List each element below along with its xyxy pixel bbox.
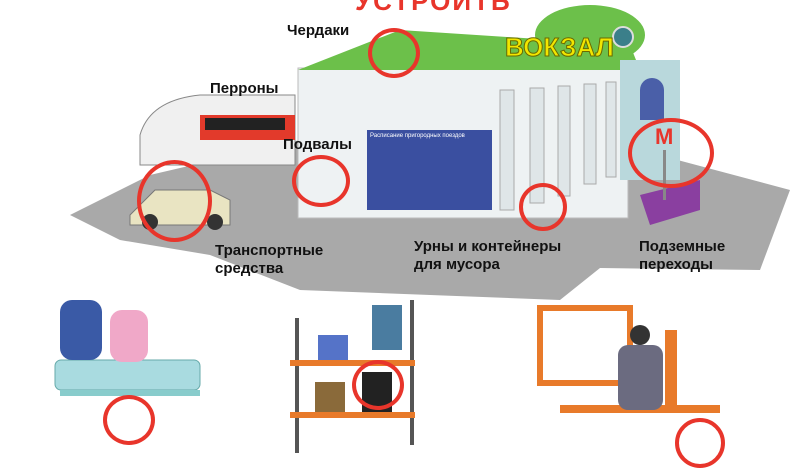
schedule-board-title: Расписание пригородных поездов <box>370 133 465 139</box>
label-underpass-1: Подземные <box>639 238 726 255</box>
schedule-board <box>367 130 492 210</box>
highlight-ring-rack-bag <box>352 360 404 410</box>
highlight-ring-vehicle <box>137 160 212 242</box>
underpass-entrance <box>640 180 700 225</box>
label-underpass-2: переходы <box>639 256 713 273</box>
label-basements: Подвалы <box>283 136 352 153</box>
columns <box>499 81 617 211</box>
metro-sign: М <box>655 124 674 149</box>
highlight-ring-seat-bag <box>675 418 725 468</box>
label-attics: Чердаки <box>287 22 350 39</box>
label-vehicles-2: средства <box>215 260 284 277</box>
highlight-ring-attic <box>368 28 420 78</box>
bench-scene <box>54 300 201 396</box>
station-sign: ВОКЗАЛ <box>505 32 615 63</box>
station-dome <box>535 5 645 65</box>
highlight-ring-bench-bag <box>103 395 155 445</box>
waiting-room-scene <box>537 305 720 413</box>
label-bins-2: для мусора <box>414 256 500 273</box>
label-platforms: Перроны <box>210 80 279 97</box>
poster-heading: УСТРОИТЬ <box>355 0 512 16</box>
station-clock <box>612 26 634 48</box>
highlight-ring-basement <box>292 155 350 207</box>
highlight-ring-underpass <box>628 118 714 188</box>
label-bins-1: Урны и контейнеры <box>414 238 562 255</box>
label-vehicles-1: Транспортные <box>215 242 324 259</box>
highlight-ring-bin <box>519 183 567 231</box>
